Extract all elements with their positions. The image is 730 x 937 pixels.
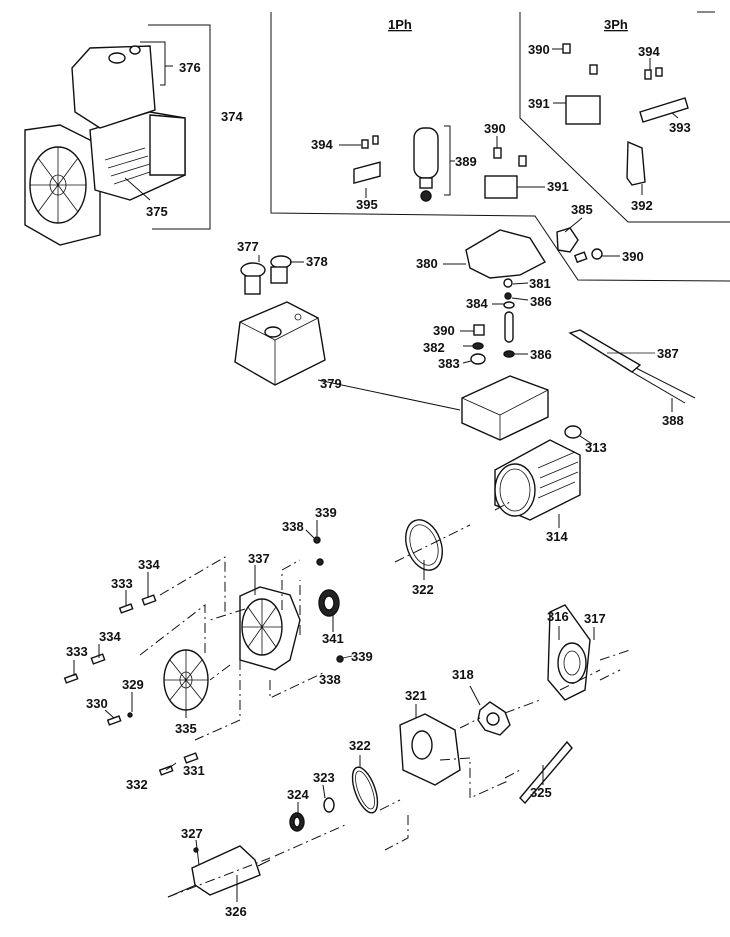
part-label-316[interactable]: 316	[547, 609, 569, 624]
part-label-376[interactable]: 376	[179, 60, 201, 75]
part-label-384[interactable]: 384	[466, 296, 488, 311]
terminal-box-parts	[234, 227, 696, 441]
leader-327	[195, 839, 200, 866]
part-label-317[interactable]: 317	[584, 611, 606, 626]
leader-379	[317, 379, 461, 411]
part-label-329[interactable]: 329	[122, 677, 144, 692]
part-label-388[interactable]: 388	[662, 413, 684, 428]
part-label-338-upper[interactable]: 338	[282, 519, 304, 534]
part-label-339-upper[interactable]: 339	[315, 505, 337, 520]
part-label-333-lower[interactable]: 333	[66, 644, 88, 659]
part-label-374[interactable]: 374	[221, 109, 243, 124]
leader-385	[564, 217, 583, 233]
axis-lines-endshield-a	[139, 556, 246, 681]
leader-393	[671, 112, 679, 119]
axis-line-stator	[394, 501, 511, 563]
part-label-324[interactable]: 324	[287, 787, 309, 802]
part-label-390-1ph[interactable]: 390	[484, 121, 506, 136]
part-label-334-upper[interactable]: 334	[138, 557, 160, 572]
part-label-314[interactable]: 314	[546, 529, 568, 544]
three-phase-parts	[562, 43, 689, 186]
part-label-338-lower[interactable]: 338	[319, 672, 341, 687]
end-shield-parts	[63, 536, 344, 776]
part-label-381[interactable]: 381	[529, 276, 551, 291]
part-label-378[interactable]: 378	[306, 254, 328, 269]
single-phase-parts	[353, 127, 527, 202]
part-label-390-bracket[interactable]: 390	[622, 249, 644, 264]
part-label-385[interactable]: 385	[571, 202, 593, 217]
leader-383	[462, 360, 472, 364]
leader-318	[469, 685, 481, 706]
part-label-386-upper[interactable]: 386	[530, 294, 552, 309]
part-label-327[interactable]: 327	[181, 826, 203, 841]
part-label-383[interactable]: 383	[438, 356, 460, 371]
axis-line-pump	[167, 649, 631, 898]
part-label-333-upper[interactable]: 333	[111, 576, 133, 591]
leader-332	[165, 762, 177, 771]
part-label-391-1ph[interactable]: 391	[547, 179, 569, 194]
part-label-322-lower[interactable]: 322	[349, 738, 371, 753]
leader-339b	[342, 655, 353, 659]
axis-lines-pump-b	[384, 757, 521, 851]
part-label-323[interactable]: 323	[313, 770, 335, 785]
part-label-389[interactable]: 389	[455, 154, 477, 169]
part-label-390-box[interactable]: 390	[433, 323, 455, 338]
leader-323	[322, 784, 326, 799]
bracket-376	[140, 41, 173, 86]
part-label-391-3ph[interactable]: 391	[528, 96, 550, 111]
part-label-339-lower[interactable]: 339	[351, 649, 373, 664]
part-label-394-3ph[interactable]: 394	[638, 44, 660, 59]
part-label-393[interactable]: 393	[669, 120, 691, 135]
part-label-335[interactable]: 335	[175, 721, 197, 736]
leader-375	[124, 177, 151, 201]
axis-lines-endshield-b	[194, 559, 326, 741]
part-label-375[interactable]: 375	[146, 204, 168, 219]
part-label-322-upper[interactable]: 322	[412, 582, 434, 597]
part-label-377[interactable]: 377	[237, 239, 259, 254]
part-label-382[interactable]: 382	[423, 340, 445, 355]
leader-313	[579, 435, 593, 445]
part-label-387[interactable]: 387	[657, 346, 679, 361]
part-label-380[interactable]: 380	[416, 256, 438, 271]
leader-381	[512, 282, 529, 285]
part-label-325[interactable]: 325	[530, 785, 552, 800]
bracket-389	[444, 125, 455, 196]
part-label-379[interactable]: 379	[320, 376, 342, 391]
leader-330	[104, 709, 115, 719]
part-label-334-lower[interactable]: 334	[99, 629, 121, 644]
part-label-331[interactable]: 331	[183, 763, 205, 778]
part-label-326[interactable]: 326	[225, 904, 247, 919]
part-label-321[interactable]: 321	[405, 688, 427, 703]
leader-338a	[305, 529, 315, 539]
part-label-313[interactable]: 313	[585, 440, 607, 455]
motor-assembly-drawing	[24, 45, 186, 246]
part-label-330[interactable]: 330	[86, 696, 108, 711]
section-header-1ph: 1Ph	[388, 17, 412, 32]
bracket-374	[148, 24, 211, 230]
part-label-392[interactable]: 392	[631, 198, 653, 213]
section-frames	[270, 11, 730, 282]
leader-386a	[511, 297, 529, 301]
section-header-3ph: 3Ph	[604, 17, 628, 32]
part-label-337[interactable]: 337	[248, 551, 270, 566]
part-label-341[interactable]: 341	[322, 631, 344, 646]
part-label-386-lower[interactable]: 386	[530, 347, 552, 362]
part-label-390-3ph[interactable]: 390	[528, 42, 550, 57]
stator-parts	[405, 439, 581, 571]
pump-parts	[167, 604, 591, 898]
part-label-395[interactable]: 395	[356, 197, 378, 212]
part-label-394-1ph[interactable]: 394	[311, 137, 333, 152]
part-label-318[interactable]: 318	[452, 667, 474, 682]
part-label-332[interactable]: 332	[126, 777, 148, 792]
